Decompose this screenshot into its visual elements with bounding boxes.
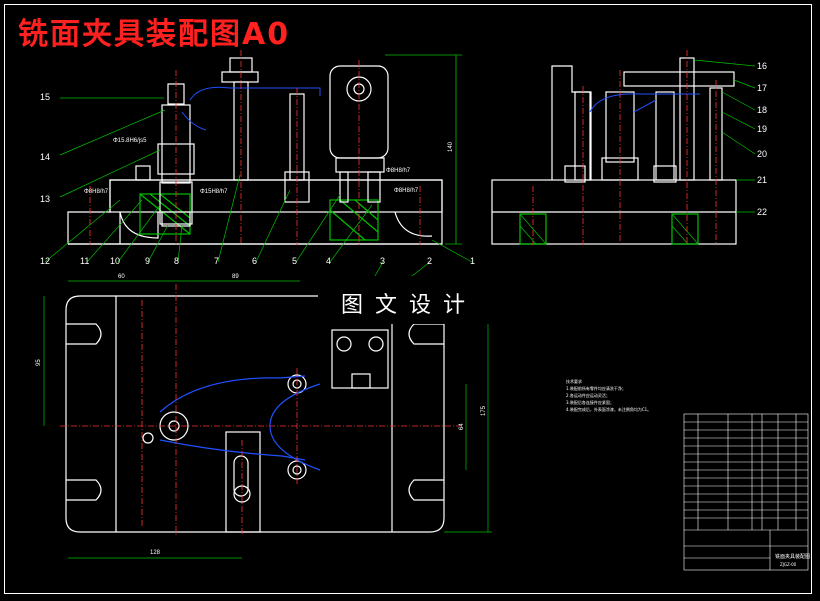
front-view-centerlines <box>89 50 421 245</box>
tech-requirements: 技术要求 1.装配前所有零件均应清洗干净； 2.各运动件应运动灵活； 3.装配后… <box>566 378 651 413</box>
drawing-title: 铣面夹具装配图A0 <box>18 17 291 52</box>
side-view-centerlines <box>532 50 717 245</box>
tech-heading: 技术要求 <box>566 379 582 384</box>
balloon-22: 22 <box>757 207 767 217</box>
drawing-border <box>4 4 812 594</box>
watermark: 图文设计 <box>318 288 500 324</box>
dim-128: 128 <box>150 550 161 556</box>
side-view-leaders <box>693 59 756 213</box>
front-view-leaders <box>44 97 473 277</box>
balloon-15: 15 <box>40 92 50 102</box>
balloon-13: 13 <box>40 194 50 204</box>
balloon-7: 7 <box>214 256 219 266</box>
tech-item: 4.装配完成后，外表面涂漆，未注倒角均为C1。 <box>566 407 652 412</box>
balloon-5: 5 <box>292 256 297 266</box>
title-block-code: ZJGZ-00 <box>780 562 797 567</box>
dim-64: 64 <box>459 423 465 430</box>
side-view-spring <box>589 93 700 113</box>
fit-label-3: Φ15H8/h7 <box>200 189 228 195</box>
tech-item: 2.各运动件应运动灵活； <box>566 393 610 398</box>
balloon-6: 6 <box>252 256 257 266</box>
dim-60: 60 <box>118 274 125 280</box>
balloon-9: 9 <box>145 256 150 266</box>
dim-95: 95 <box>36 359 42 366</box>
front-view-spring <box>181 86 321 131</box>
balloon-10: 10 <box>110 256 120 266</box>
balloon-21: 21 <box>757 175 767 185</box>
balloon-11: 11 <box>80 256 89 266</box>
balloon-14: 14 <box>40 152 50 162</box>
dim-140: 140 <box>448 141 454 152</box>
balloon-18: 18 <box>757 105 767 115</box>
dim-175: 175 <box>481 405 487 416</box>
plan-view-centerlines <box>60 284 460 536</box>
balloon-16: 16 <box>757 61 767 71</box>
front-view-dim <box>385 54 462 245</box>
balloon-12: 12 <box>40 256 50 266</box>
tech-item: 1.装配前所有零件均应清洗干净； <box>566 386 626 391</box>
fit-label-5: Φ8H8/h7 <box>394 188 419 194</box>
balloon-4: 4 <box>326 256 331 266</box>
dim-89: 89 <box>232 274 239 280</box>
balloon-17: 17 <box>757 83 767 93</box>
fit-label-2: Φ8H8/h7 <box>84 189 109 195</box>
balloon-1: 1 <box>470 256 475 266</box>
fit-label-1: Φ15.8H6/js5 <box>113 138 147 144</box>
balloon-8: 8 <box>174 256 179 266</box>
balloon-2: 2 <box>427 256 432 266</box>
plan-view-dims <box>43 280 492 559</box>
title-block-name: 铣面夹具装配图 <box>775 554 811 560</box>
tech-item: 3.装配后各连接件应紧固； <box>566 400 614 405</box>
fit-label-4: Φ8H8/h7 <box>386 168 411 174</box>
balloon-19: 19 <box>757 124 767 134</box>
balloon-20: 20 <box>757 149 767 159</box>
balloon-3: 3 <box>380 256 385 266</box>
title-block <box>683 413 809 571</box>
